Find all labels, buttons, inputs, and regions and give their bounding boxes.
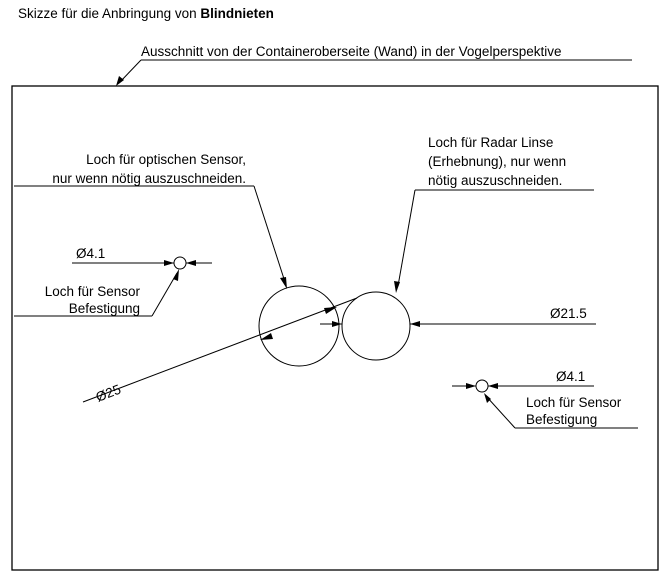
radar-lens-label-2: (Erhebnung), nur wenn [428, 154, 566, 169]
sketch-title: Skizze für die Anbringung von Blindniete… [18, 6, 274, 21]
optical-sensor-label-1: Loch für optischen Sensor, [86, 152, 246, 167]
sensor-mount-right-leader [484, 393, 638, 429]
sensor-mount-right-label-1: Loch für Sensor [526, 395, 622, 410]
optical-sensor-hole [258, 285, 340, 367]
title-bold: Blindnieten [200, 6, 274, 21]
small-hole-right-dim-label: Ø4.1 [556, 369, 585, 384]
radar-lens-leader [394, 189, 594, 293]
frame-label-leader [116, 59, 632, 86]
sensor-mount-hole-left [173, 256, 187, 270]
container-wall-frame [11, 85, 659, 571]
radar-circle-dimension [320, 321, 596, 327]
small-hole-left-dim-label: Ø4.1 [76, 246, 105, 261]
small-hole-right-dimension [452, 383, 594, 389]
sensor-mount-left-label-1: Loch für Sensor [45, 284, 141, 299]
big-circle-dimension [82, 297, 358, 403]
radar-circle-dim-label: Ø21.5 [550, 306, 587, 321]
sensor-mount-left-leader [14, 269, 179, 317]
radar-lens-label-1: Loch für Radar Linse [428, 135, 553, 150]
radar-lens-hole [341, 291, 411, 361]
small-hole-left-dimension [72, 260, 212, 266]
optical-sensor-label-2: nur wenn nötig auszuschneiden. [52, 171, 246, 186]
frame-label: Ausschnitt von der Containeroberseite (W… [141, 44, 561, 59]
sensor-mount-left-label-2: Befestigung [69, 301, 140, 316]
optical-sensor-leader [14, 185, 287, 289]
radar-lens-label-3: nötig auszuschneiden. [428, 173, 562, 188]
title-prefix: Skizze für die Anbringung von [18, 6, 201, 21]
big-circle-dim-label: Ø25 [94, 382, 123, 405]
sensor-mount-hole-right [475, 379, 489, 393]
sensor-mount-right-label-2: Befestigung [526, 412, 597, 427]
